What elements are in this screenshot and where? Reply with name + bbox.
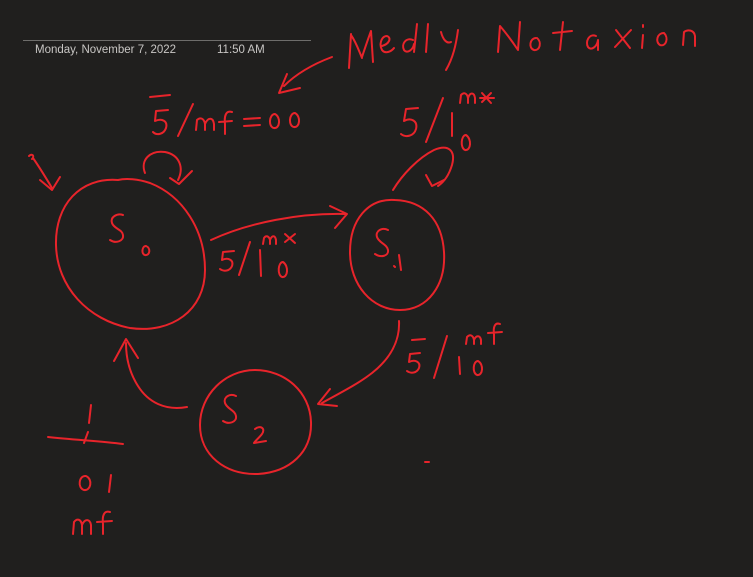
s1-loop-head [425,174,445,187]
state-s1-letter [374,227,390,258]
transition-s2-s0[interactable] [113,338,188,409]
s1-s2-arrow-head [317,388,338,407]
page-time: 11:50 AM [217,44,265,56]
title-glyph-o-2 [656,32,668,47]
start-arrow-head [39,176,61,191]
s0-s1-slash [238,241,251,276]
state-s1-circle [349,198,446,311]
transition-s0-s1[interactable] [210,205,348,241]
s1-s2-sup-f [487,322,503,345]
s0-s1-sup-m [262,235,277,245]
s0-loop-curve [142,150,182,181]
s0-s1-one [259,249,262,277]
s1-self-loop[interactable] [392,146,454,191]
s1-loop-slash [425,97,444,143]
state-s2-circle [199,369,313,476]
state-s0-subscript [141,245,151,257]
s0-s1-arrow-shaft [210,212,346,241]
s1-s2-zero [472,360,483,376]
title-glyph-m [348,30,374,69]
s2-s0-arrow-head [113,338,139,362]
title-glyph-x [614,29,632,49]
s1-loop-curve [392,146,454,191]
state-s0-letter [109,213,125,243]
pointer-arrow-shaft [283,56,333,87]
s2-s0-one [88,404,92,424]
s1-s2-overbar [411,338,426,341]
s1-s2-arrow-shaft [321,320,401,404]
s1-s2-one [458,356,461,375]
s2-s0-fraction-stroke [83,431,89,444]
s1-s2-slash [433,335,448,379]
s1-loop-sup-x [479,92,495,104]
state-s1-subscript [393,254,402,271]
title-glyph-t [552,21,573,51]
title-glyph-o [529,37,541,52]
s2-s0-f [96,510,113,535]
s0-loop-equals [243,117,261,127]
state-s1[interactable] [349,198,446,311]
s2-s0-m [72,518,92,535]
title-glyph-n [682,29,696,47]
page-header: Monday, November 7, 2022 11:50 AM [23,32,311,62]
s1-s2-five [406,352,421,374]
s0-loop-head [169,170,193,185]
state-s2-subscript [253,426,267,444]
s0-loop-zero-1 [269,113,280,129]
transition-s1-s2[interactable] [317,320,401,407]
s1-loop-zero [460,134,471,151]
s0-loop-overbar [149,94,171,98]
title-glyph-d [402,23,418,53]
s2-s0-label [47,404,124,535]
title-glyph-e [379,35,395,54]
title-glyph-l [425,23,429,53]
s1-loop-five [400,107,419,138]
state-s2-letter [222,393,238,424]
s0-loop-m [195,117,215,131]
state-s0[interactable] [54,178,206,330]
title-rule [23,40,311,41]
s1-s2-sup-m [465,334,482,345]
title-glyph-a [586,34,599,51]
start-arrow-shaft [32,157,53,189]
s2-s0-one-bottom [108,474,112,493]
title-glyph-n-capital [497,21,521,53]
s1-loop-sup-m [459,92,476,104]
pointer-arrow-head [278,73,301,94]
s0-loop-zero-2 [289,112,300,128]
s0-self-loop[interactable] [142,150,193,185]
s0-s1-label [219,233,296,278]
state-s2[interactable] [199,369,313,476]
s2-s0-arrow-shaft [125,342,188,409]
page-date: Monday, November 7, 2022 [35,44,177,56]
s0-loop-label [149,94,300,137]
s2-s0-fraction-bar [47,436,124,445]
s0-loop-five [152,109,169,136]
start-arrow [28,153,61,191]
s1-loop-label [400,92,495,151]
s2-s0-zero [78,475,92,491]
s0-s1-five [219,250,235,272]
title-glyph-i [641,24,644,49]
s0-s1-arrow-head [329,205,348,229]
s0-loop-slash [177,103,194,137]
title-glyph-y [440,29,459,71]
s0-s1-sup-x [284,233,296,244]
title-pointer-arrow [278,56,333,94]
title-handwriting [348,21,696,71]
s0-loop-f [218,110,233,135]
s1-s2-label [406,322,503,379]
s0-s1-zero [277,261,288,278]
state-s0-circle [54,178,206,330]
